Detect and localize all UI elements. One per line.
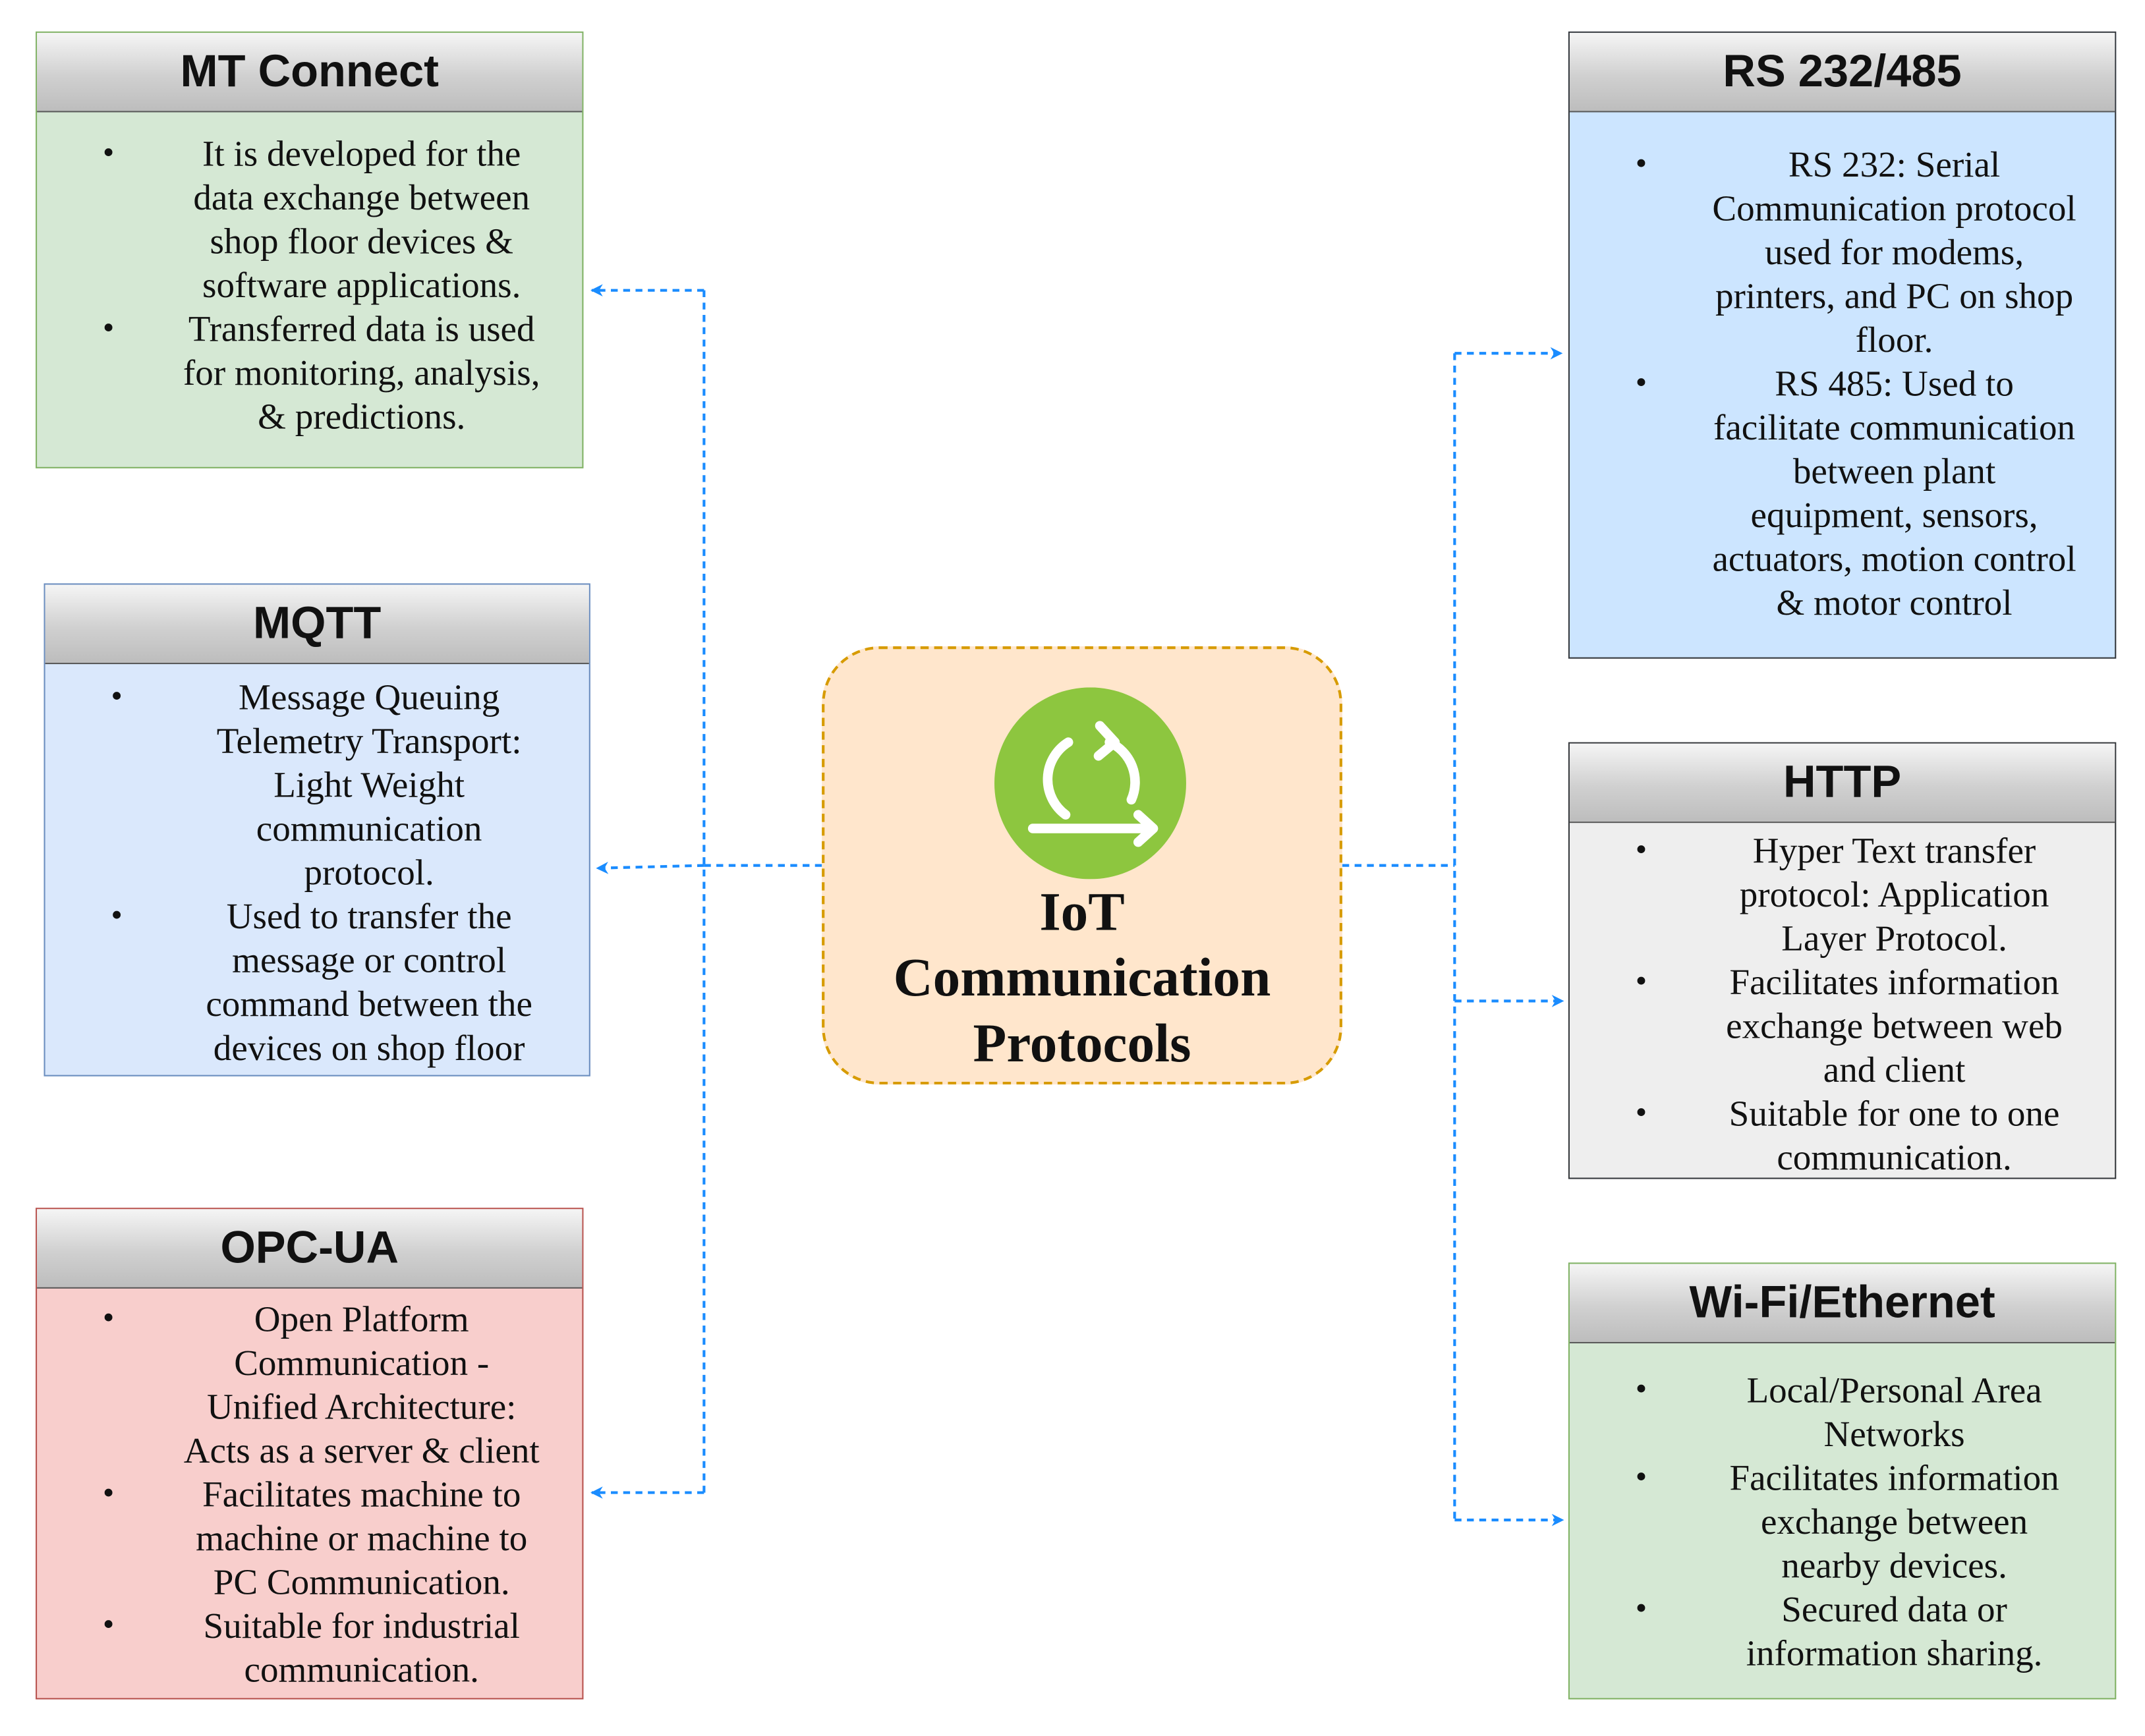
bullet-list: It is developed for the data exchange be… — [37, 112, 582, 466]
card-opcua: OPC-UA Open Platform Communication - Uni… — [36, 1208, 584, 1700]
bullet-item: Suitable for industrial communication. — [37, 1604, 574, 1691]
card-mtconnect: MT Connect It is developed for the data … — [36, 31, 584, 468]
card-title: Wi-Fi/Ethernet — [1569, 1264, 2115, 1344]
bullet-item: Transferred data is used for monitoring,… — [37, 307, 574, 439]
bullet-item: Facilitates information exchange between… — [1570, 1455, 2107, 1587]
center-node: IoT Communication Protocols — [822, 646, 1342, 1085]
bullet-list: Hyper Text transfer protocol: Applicatio… — [1570, 823, 2115, 1177]
card-title: RS 232/485 — [1569, 32, 2115, 113]
card-mqtt: MQTT Message Queuing Telemetry Transport… — [43, 583, 590, 1077]
bullet-item: Suitable for one to one communication. — [1570, 1092, 2107, 1179]
cycle-arrows-icon — [994, 687, 1186, 880]
bullet-item: Used to transfer the message or control … — [45, 894, 581, 1069]
connector-to-mqtt — [596, 861, 704, 874]
bullet-item: Hyper Text transfer protocol: Applicatio… — [1570, 828, 2107, 960]
bullet-item: Message Queuing Telemetry Transport: Lig… — [45, 675, 581, 895]
bullet-item: Facilitates information exchange between… — [1570, 960, 2107, 1092]
bullet-item: Open Platform Communication - Unified Ar… — [37, 1297, 574, 1472]
card-title: MT Connect — [37, 32, 583, 113]
bullet-item: Facilitates machine to machine or machin… — [37, 1472, 574, 1604]
card-title: HTTP — [1569, 743, 2115, 824]
bullet-item: Local/Personal Area Networks — [1570, 1368, 2107, 1455]
bullet-item: Secured data or information sharing. — [1570, 1587, 2107, 1675]
card-title: OPC-UA — [37, 1209, 583, 1289]
card-http: HTTP Hyper Text transfer protocol: Appli… — [1568, 742, 2117, 1179]
bullet-list: RS 232: Serial Communication protocol us… — [1570, 112, 2115, 657]
bullet-list: Message Queuing Telemetry Transport: Lig… — [45, 664, 589, 1075]
card-rs232-485: RS 232/485 RS 232: Serial Communication … — [1568, 31, 2117, 659]
center-title: IoT Communication Protocols — [893, 880, 1271, 1074]
bullet-item: RS 232: Serial Communication protocol us… — [1570, 142, 2107, 362]
card-wifi-ethernet: Wi-Fi/Ethernet Local/Personal Area Netwo… — [1568, 1262, 2117, 1700]
bullet-list: Local/Personal Area Networks Facilitates… — [1570, 1343, 2115, 1698]
card-title: MQTT — [45, 584, 589, 665]
bullet-item: It is developed for the data exchange be… — [37, 132, 574, 307]
bullet-item: RS 485: Used to facilitate communication… — [1570, 362, 2107, 625]
bullet-list: Open Platform Communication - Unified Ar… — [37, 1289, 582, 1698]
